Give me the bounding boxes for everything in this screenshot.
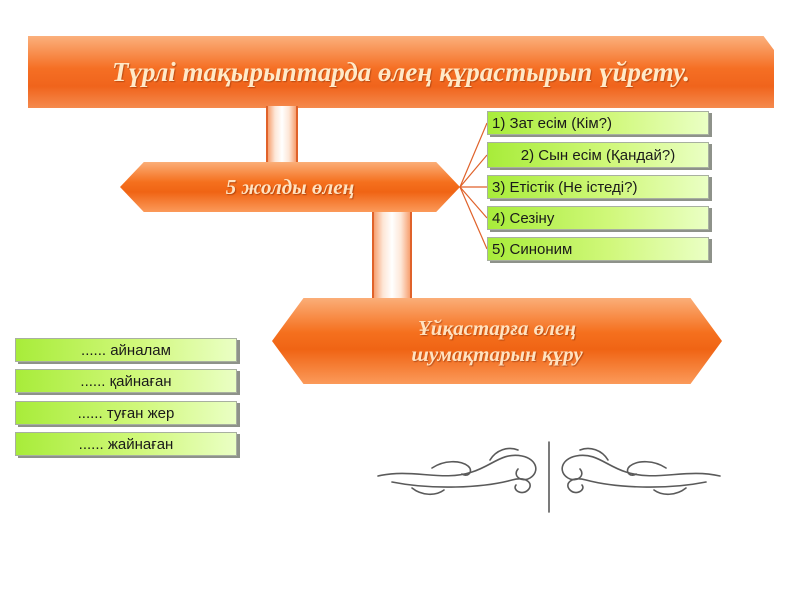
poem-type-label: 5 жолды өлең [225,174,355,199]
rhyme-item: ...... айналам [15,338,237,362]
connector-poem-to-rhyme [372,210,412,302]
rhyme-item: ...... қайнаған [15,369,237,393]
ornament-flourish-icon [377,441,721,513]
poem-item-adjective: 2) Сын есім (Қандай?) [487,142,709,168]
poem-item-noun: 1) Зат есім (Кім?) [487,111,709,135]
rhyme-stanza-line1: Ұйқастарға өлең [417,316,577,340]
poem-type-node: 5 жолды өлең [120,162,460,212]
rhyme-stanza-line2: шумақтарын құру [411,342,583,366]
page-title: Түрлі тақырыптарда өлең құрастырып үйрет… [111,56,691,87]
poem-item-synonym: 5) Синоним [487,237,709,261]
rhyme-stanza-node: Ұйқастарға өлең шумақтарын құру [272,298,722,384]
rhyme-item: ...... туған жер [15,401,237,425]
rhyme-item: ...... жайнаған [15,432,237,456]
title-banner [28,36,774,108]
poem-item-verb: 3) Етістік (Не істеді?) [487,175,709,199]
poem-item-feeling: 4) Сезіну [487,206,709,230]
